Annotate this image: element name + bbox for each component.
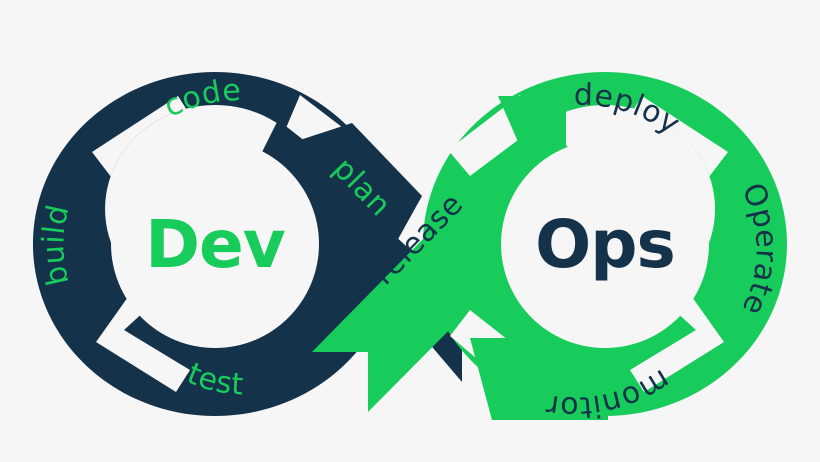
ops-monitor-entry [470,338,608,420]
ops-separator-operate-monitor [630,266,724,392]
dev-core-label: Dev [145,206,286,283]
dev-inner-circle [111,140,319,348]
dev-separator-test-build [96,266,190,392]
ops-inner-circle [501,140,709,348]
ops-core-label: Ops [535,206,675,283]
